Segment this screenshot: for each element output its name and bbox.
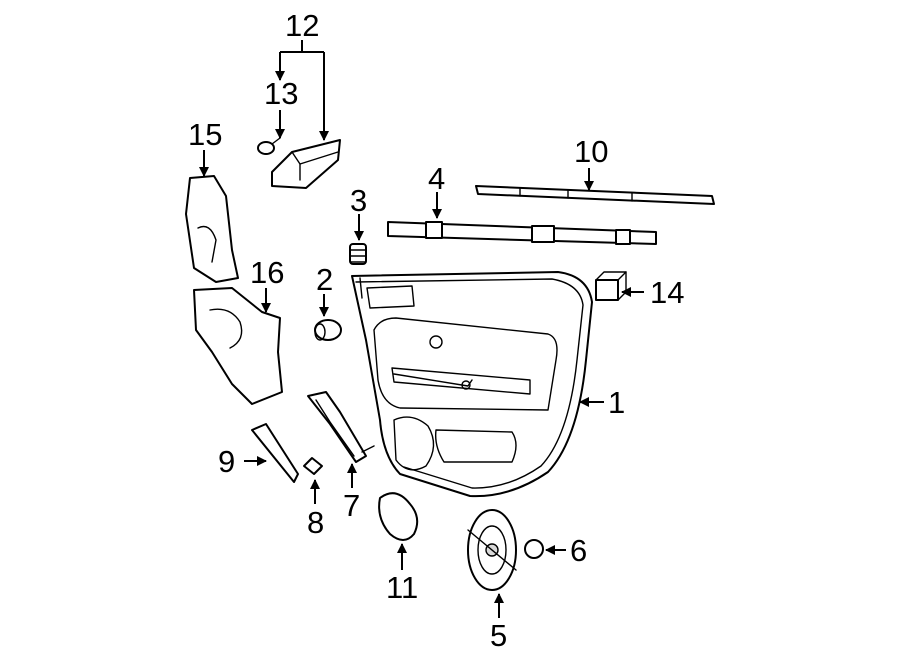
callout-8: 8 (307, 505, 324, 540)
small-clip (303, 457, 323, 475)
belt-weatherstrip (387, 221, 657, 245)
callout-15: 15 (188, 117, 222, 152)
callout-16: 16 (250, 255, 284, 290)
callout-5: 5 (490, 618, 507, 653)
callout-6: 6 (570, 533, 587, 568)
upper-insulator (185, 175, 239, 283)
door-speaker (467, 509, 517, 591)
lower-insulator (193, 287, 283, 405)
hole-plug (524, 539, 544, 559)
window-switch (271, 139, 341, 189)
outer-belt-strip (475, 185, 715, 205)
callout-1: 1 (608, 385, 625, 420)
retainer-grommet (314, 319, 342, 341)
callout-9: 9 (218, 444, 235, 479)
door-trim-panel (351, 271, 593, 498)
callout-4: 4 (428, 161, 445, 196)
callout-13: 13 (264, 76, 298, 111)
callout-12: 12 (285, 8, 319, 43)
callout-10: 10 (574, 134, 608, 169)
callout-11: 11 (386, 570, 418, 605)
pull-handle (307, 391, 375, 463)
callout-3: 3 (350, 183, 367, 218)
panel-clip (595, 271, 627, 301)
speaker-grille (378, 492, 419, 541)
callout-7: 7 (343, 488, 360, 523)
callout-14: 14 (650, 275, 684, 310)
threaded-clip (349, 243, 367, 265)
callout-2: 2 (316, 262, 333, 297)
switch-bulb (257, 137, 281, 155)
leader-lines (199, 40, 644, 618)
callout-numbers: 1 2 3 4 5 6 7 8 9 10 11 12 13 14 15 16 (188, 8, 684, 653)
trim-bezel (251, 423, 299, 483)
